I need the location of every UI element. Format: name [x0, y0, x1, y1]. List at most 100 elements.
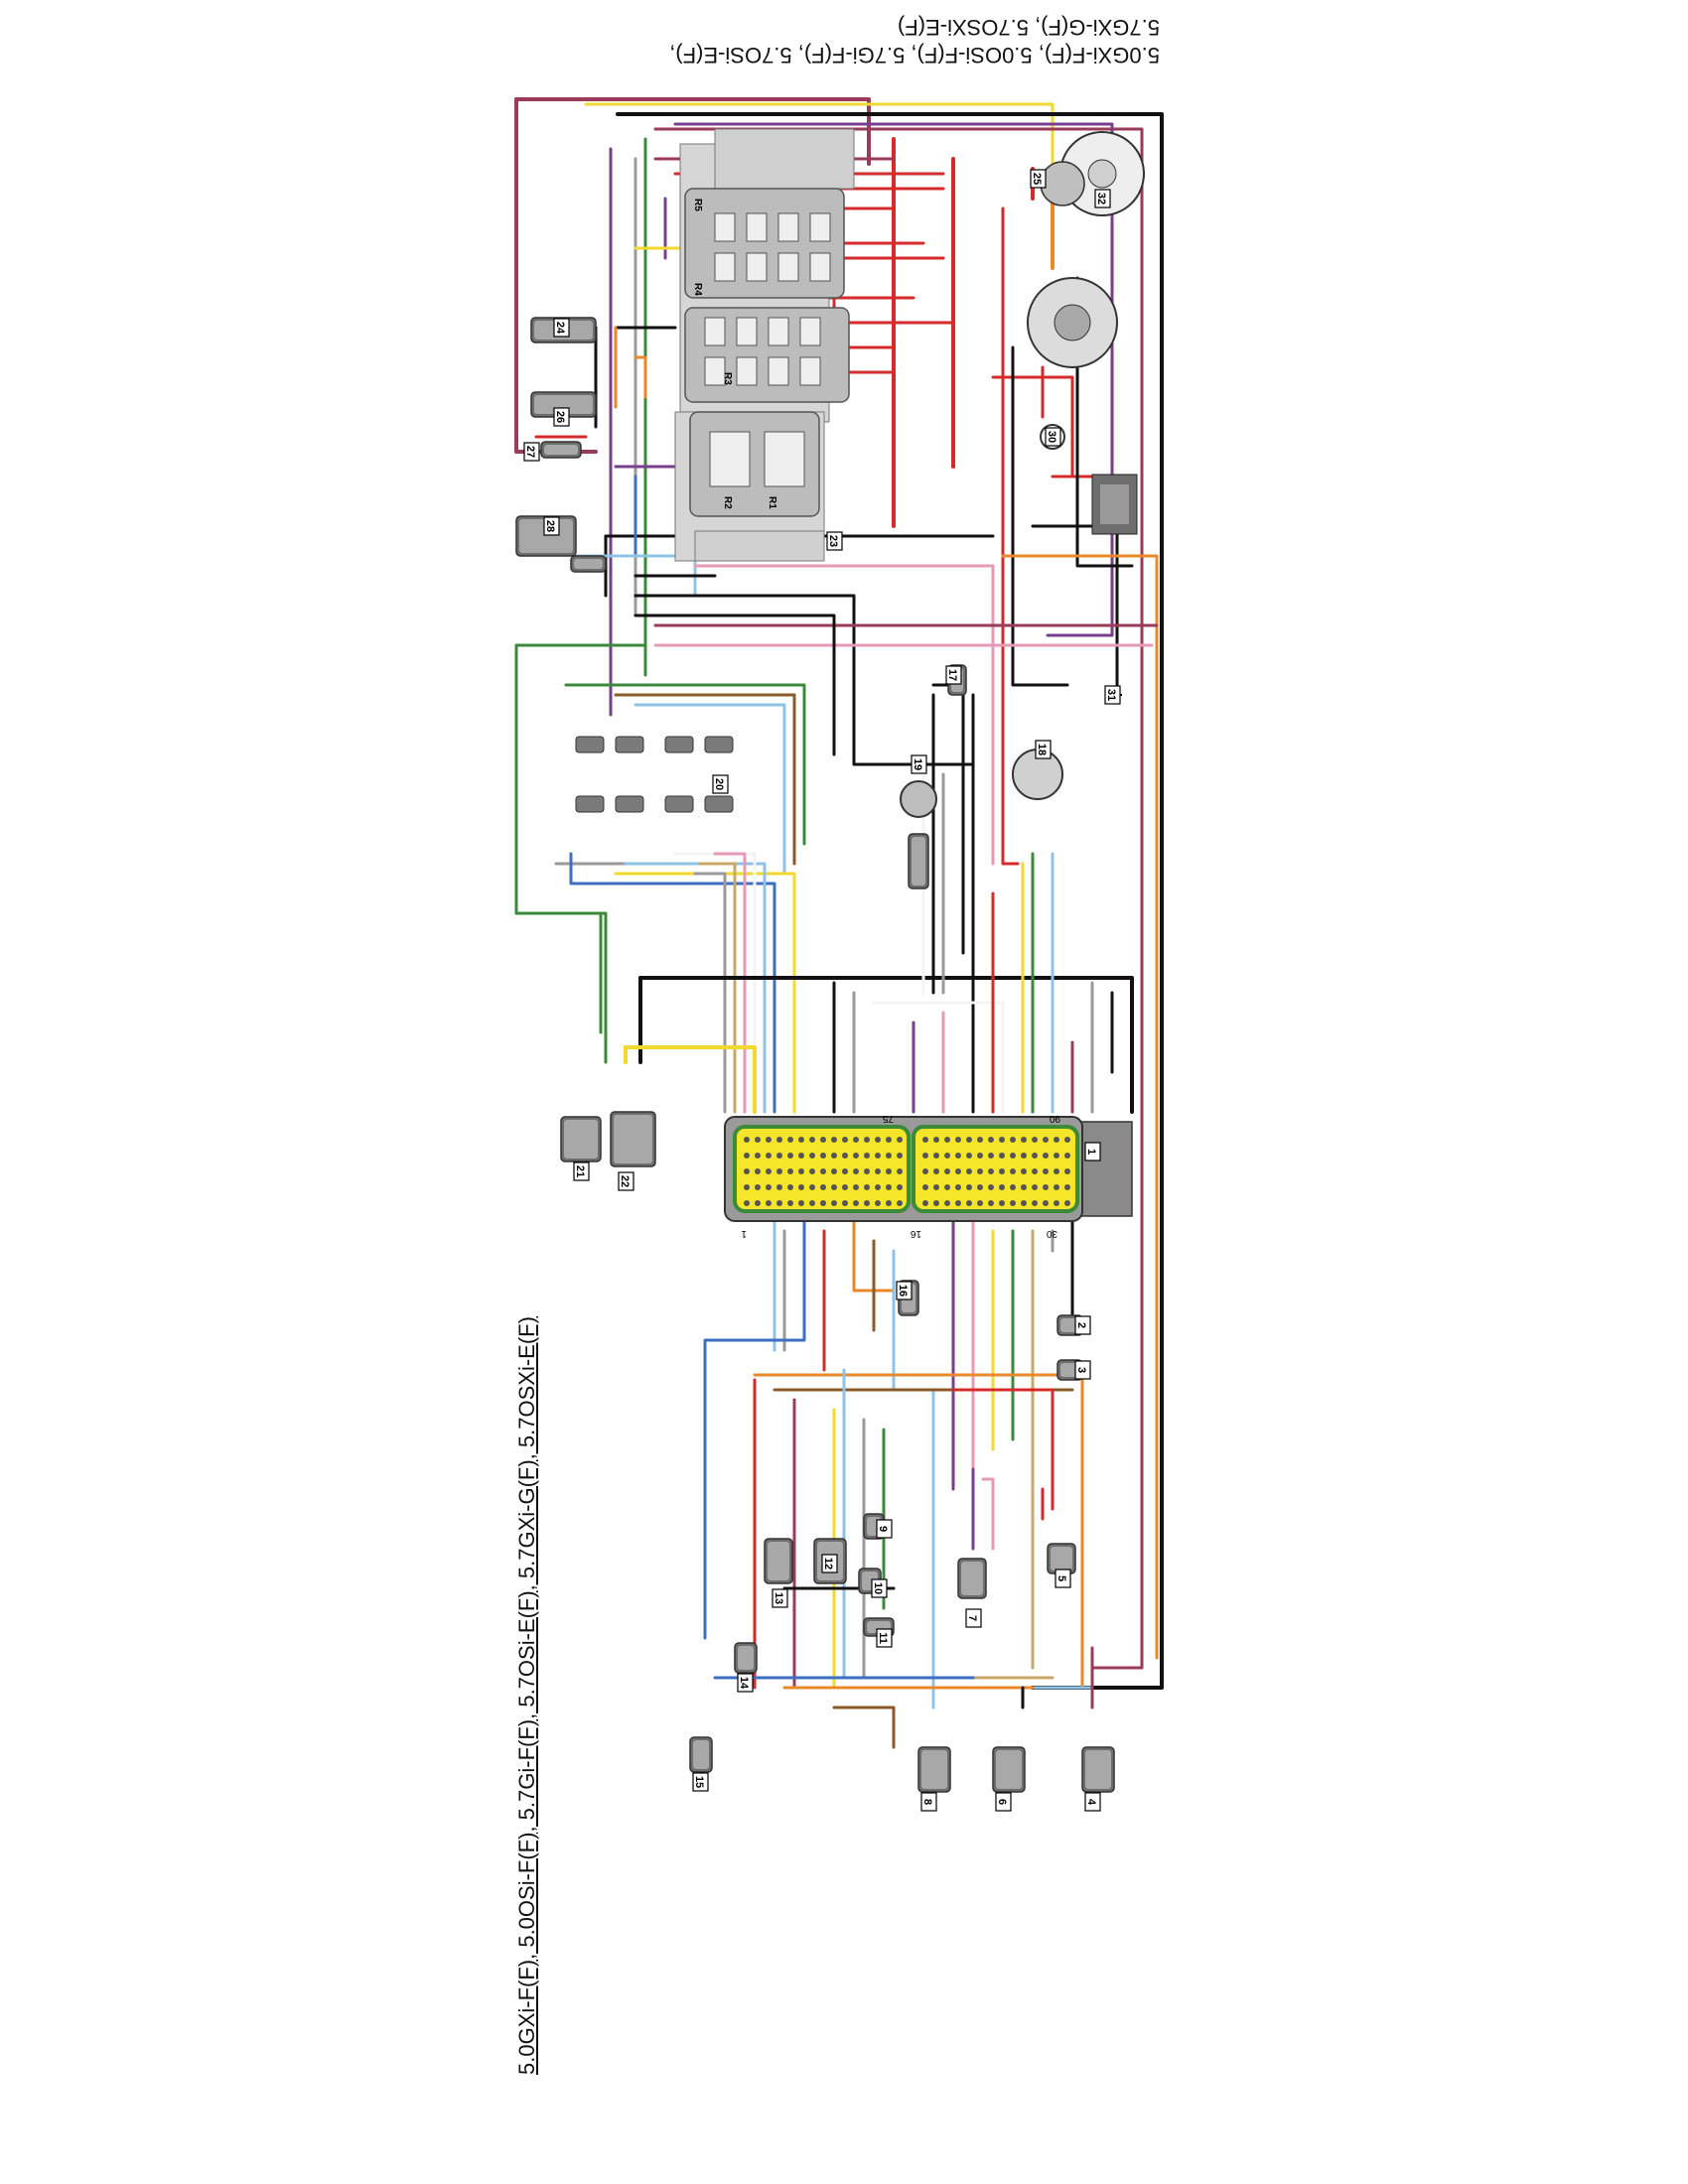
wire-purple — [673, 122, 1114, 637]
sensor-3-face — [1060, 1363, 1079, 1377]
ecu-pin — [744, 1200, 750, 1206]
label-text-21: 21 — [574, 1165, 586, 1177]
ecu-pin — [755, 1184, 761, 1190]
ecu-pin — [933, 1137, 939, 1143]
ecu-pin — [1043, 1153, 1049, 1159]
relay-socket — [768, 317, 789, 346]
component-label-21: 21 — [573, 1161, 590, 1181]
ecu-pin — [933, 1168, 939, 1174]
ecu-pin — [766, 1168, 772, 1174]
relay-socket — [704, 317, 726, 346]
ecu-pin — [787, 1184, 793, 1190]
label-text-30: 30 — [1046, 431, 1057, 443]
ecu-pin — [755, 1200, 761, 1206]
component-label-25: 25 — [1030, 169, 1047, 189]
ecu-pin — [1064, 1168, 1070, 1174]
relay-r1-socket — [764, 431, 805, 487]
ecu-pin — [875, 1153, 881, 1159]
ecu-pin — [944, 1153, 950, 1159]
ecu-pin — [766, 1200, 772, 1206]
ecu-pin — [1010, 1168, 1016, 1174]
label-box — [618, 1171, 634, 1191]
ecu-pin — [1064, 1200, 1070, 1206]
ecu-pin — [988, 1153, 994, 1159]
label-text-1: 1 — [1085, 1149, 1097, 1155]
ecu-pin — [1064, 1137, 1070, 1143]
relay-label: R2 — [722, 496, 733, 509]
component-label-6: 6 — [995, 1792, 1012, 1812]
component-label-5: 5 — [1055, 1569, 1071, 1588]
ecu-pin — [944, 1168, 950, 1174]
ecu-pin — [1032, 1137, 1038, 1143]
ecu-pin — [820, 1200, 826, 1206]
fuel-injector — [575, 795, 605, 813]
connector-4-face — [1085, 1750, 1111, 1789]
label-text-28: 28 — [544, 520, 556, 532]
label-box — [573, 1161, 590, 1181]
wire-green — [514, 643, 647, 1034]
wire-red — [991, 375, 1074, 478]
ecu-pin — [933, 1200, 939, 1206]
fuel-injector — [664, 795, 694, 813]
label-text-24: 24 — [554, 322, 566, 335]
component-label-17: 17 — [945, 665, 962, 685]
wire-pink — [713, 852, 747, 1114]
ecu-pin — [1010, 1153, 1016, 1159]
wire-brown — [614, 693, 796, 866]
wire-brown — [832, 1706, 896, 1749]
sensor-14-face — [738, 1646, 754, 1670]
ecu-pin — [1054, 1184, 1059, 1190]
ecu-pin — [955, 1153, 961, 1159]
ecu-connector-b — [912, 1125, 1079, 1213]
component-label-16: 16 — [896, 1281, 913, 1300]
fuel-injector — [664, 736, 694, 753]
label-box — [553, 318, 570, 338]
label-box — [876, 1628, 893, 1648]
relay-panel-base — [694, 530, 825, 562]
ecu-pin — [955, 1200, 961, 1206]
ecu-pin — [853, 1137, 859, 1143]
label-box — [1074, 1360, 1091, 1380]
component-label-14: 14 — [737, 1673, 754, 1693]
component-label-3: 3 — [1074, 1360, 1091, 1380]
wire-pink — [981, 1477, 995, 1551]
ecu-pin — [831, 1184, 837, 1190]
ecu-pin — [798, 1137, 804, 1143]
ecu-pin — [999, 1137, 1005, 1143]
ecu-pin — [831, 1153, 837, 1159]
wire-layer — [514, 97, 1164, 1749]
alternator-hub — [1054, 304, 1091, 341]
ecu-pin — [1010, 1200, 1016, 1206]
ecu-pin — [1010, 1137, 1016, 1143]
ecu-pin — [831, 1168, 837, 1174]
ecu-pin-label: 30 — [1046, 1228, 1057, 1239]
ecu-pin — [744, 1184, 750, 1190]
label-box — [911, 754, 927, 774]
label-text-31: 31 — [1105, 689, 1117, 701]
ecu-pin — [776, 1153, 782, 1159]
ecu-pin — [842, 1184, 848, 1190]
ecu-pin — [966, 1137, 972, 1143]
ecu-pin — [864, 1137, 870, 1143]
ecu-pin — [809, 1137, 815, 1143]
ecu-pin — [933, 1153, 939, 1159]
label-box — [1030, 169, 1047, 189]
relay-socket — [704, 356, 726, 386]
ecu-pin — [1043, 1200, 1049, 1206]
ecu-pin — [966, 1168, 972, 1174]
ecu-pin — [1054, 1137, 1059, 1143]
component-label-24: 24 — [553, 318, 570, 338]
ecu-pin — [922, 1168, 928, 1174]
ecu-pin — [1021, 1200, 1027, 1206]
ecu-pin — [977, 1153, 983, 1159]
label-text-22: 22 — [619, 1175, 631, 1187]
ecu-pin — [922, 1184, 928, 1190]
wire-light_blue — [633, 703, 786, 876]
component-label-26: 26 — [553, 407, 570, 427]
wire-black — [638, 976, 1134, 1114]
label-text-8: 8 — [921, 1799, 933, 1805]
label-box — [1094, 189, 1111, 208]
ecu-pin — [944, 1137, 950, 1143]
label-box — [712, 774, 729, 794]
wire-maroon — [514, 97, 871, 166]
